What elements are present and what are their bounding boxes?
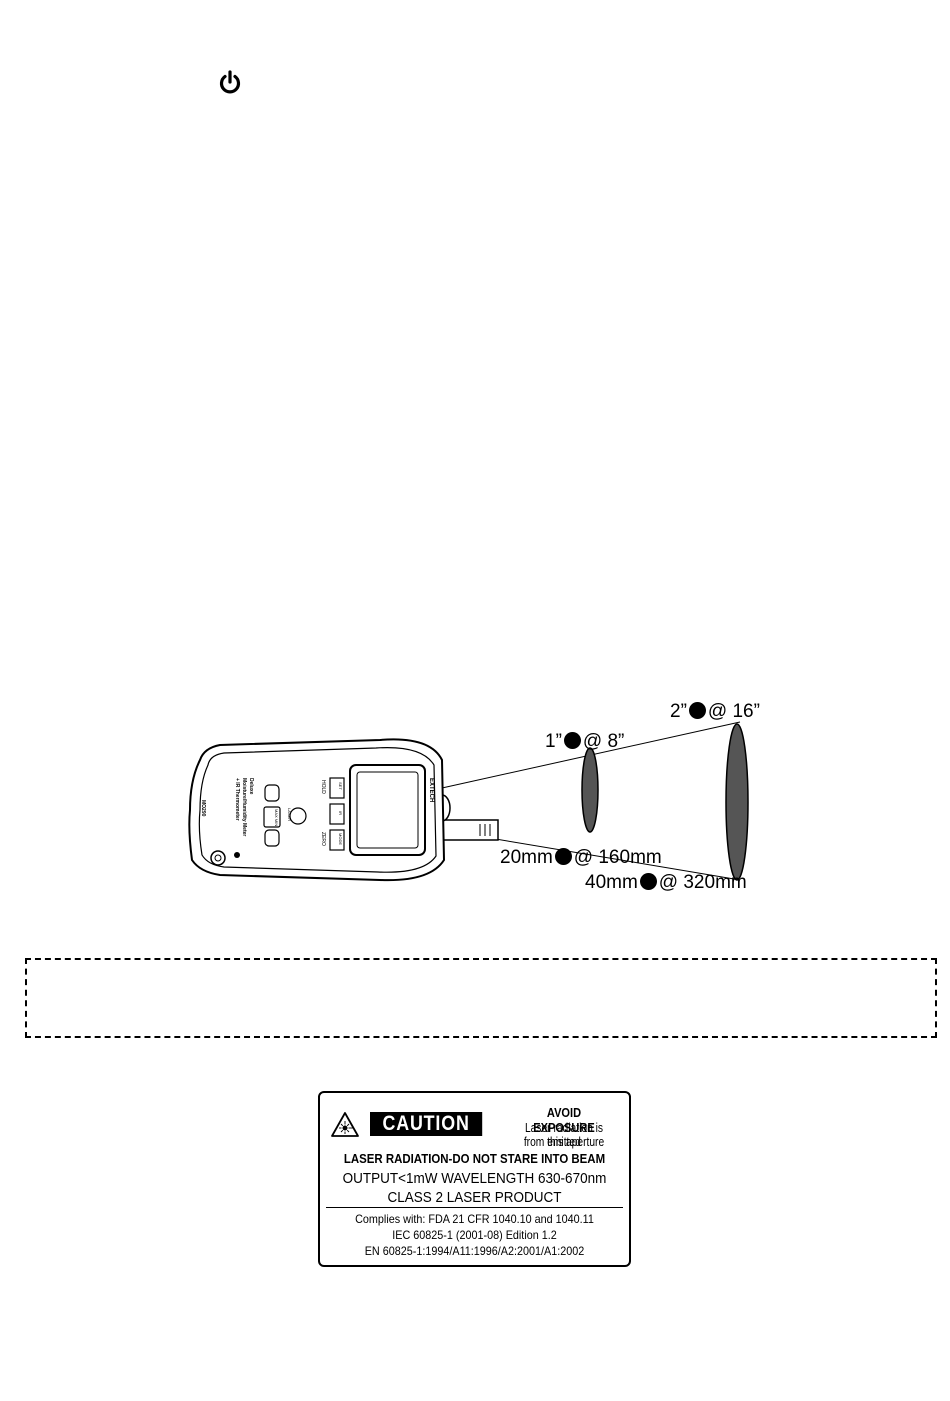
spot-large-metric-label: 40mm@ 320mm <box>585 872 747 893</box>
spot-dot-icon <box>639 873 657 890</box>
power-icon <box>219 70 241 94</box>
compliance-line-2: IEC 60825-1 (2001-08) Edition 1.2 <box>392 1228 557 1242</box>
radiation-warning-line: LASER RADIATION-DO NOT STARE INTO BEAM <box>343 1151 606 1166</box>
avoid-line-2: from this aperture <box>523 1135 605 1149</box>
spot-dot-icon <box>688 702 706 719</box>
label-divider <box>326 1207 623 1208</box>
avoid-exposure-title: AVOID EXPOSURE <box>533 1105 595 1135</box>
meter-btn-laser: LASER <box>287 808 292 821</box>
meter-btn-zero: ZERO <box>320 832 326 846</box>
spot-dot-icon <box>563 732 581 749</box>
meter-model: MO290 <box>200 800 206 817</box>
meter-title-3: + IR Thermometer <box>234 778 240 821</box>
meter-title-1: Deluxe <box>248 778 254 795</box>
meter-illustration: EXTECH Deluxe Moisture/Humidity Meter + … <box>188 721 749 882</box>
meter-title-2: Moisture/Humidity Meter <box>241 778 247 836</box>
spot-small-metric-label: 20mm@ 160mm <box>500 847 662 868</box>
spot-small <box>581 747 599 833</box>
warning-box <box>25 958 937 1038</box>
spot-large <box>725 723 749 881</box>
output-wavelength-line: OUTPUT<1mW WAVELENGTH 630-670nm <box>342 1170 607 1187</box>
laser-class-line: CLASS 2 LASER PRODUCT <box>387 1189 562 1206</box>
meter-btn-mode: MODE <box>338 833 343 845</box>
avoid-line-1: Laser radiation is emitted <box>524 1121 604 1149</box>
spot-dot-icon <box>554 848 572 865</box>
laser-caution-label: CAUTION AVOID EXPOSURE Laser radiation i… <box>318 1091 631 1267</box>
meter-brand: EXTECH <box>428 778 434 802</box>
laser-spot-diagram: EXTECH Deluxe Moisture/Humidity Meter + … <box>180 690 780 905</box>
meter-btn-set: SET <box>338 782 343 790</box>
spot-large-imperial-label: 2”@ 16” <box>670 701 760 722</box>
compliance-line-1: Complies with: FDA 21 CFR 1040.10 and 10… <box>355 1212 594 1226</box>
laser-warning-triangle-icon <box>331 1112 359 1137</box>
meter-btn-hold: HOLD <box>320 780 326 794</box>
meter-btn-ir: IR <box>338 811 343 815</box>
spot-small-imperial-label: 1”@ 8” <box>545 731 625 752</box>
meter-btn-max-min: MAX MIN <box>274 809 279 826</box>
caution-banner: CAUTION <box>370 1112 483 1136</box>
compliance-line-3: EN 60825-1:1994/A11:1996/A2:2001/A1:2002 <box>364 1244 585 1258</box>
